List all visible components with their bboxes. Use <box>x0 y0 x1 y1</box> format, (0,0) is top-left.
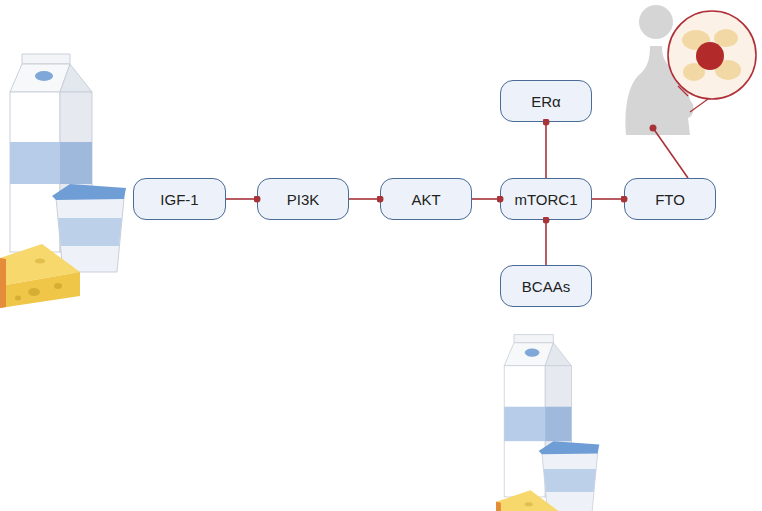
woman-figure <box>626 5 756 135</box>
node-label: IGF-1 <box>160 191 198 208</box>
process-box: FTO <box>624 178 716 220</box>
process-box: mTORC1 <box>500 178 592 220</box>
node-label: mTORC1 <box>514 191 577 208</box>
process-box: IGF-1 <box>133 178 226 220</box>
node-label: ERα <box>531 93 561 110</box>
node-label: BCAAs <box>522 278 570 295</box>
connector <box>226 198 257 200</box>
connector <box>592 198 624 200</box>
process-box: BCAAs <box>500 265 592 307</box>
node-label: AKT <box>411 191 440 208</box>
process-box: PI3K <box>257 178 349 220</box>
connector <box>472 198 500 200</box>
process-box: AKT <box>380 178 472 220</box>
node-label: FTO <box>655 191 685 208</box>
connector <box>545 220 547 265</box>
connector <box>545 122 547 178</box>
connector <box>349 198 380 200</box>
process-box: ERα <box>500 80 592 122</box>
dairy-illustration <box>496 335 599 511</box>
connector-dot <box>650 125 657 132</box>
leader-line <box>653 128 688 178</box>
dairy-illustration <box>0 54 126 308</box>
node-label: PI3K <box>287 191 320 208</box>
